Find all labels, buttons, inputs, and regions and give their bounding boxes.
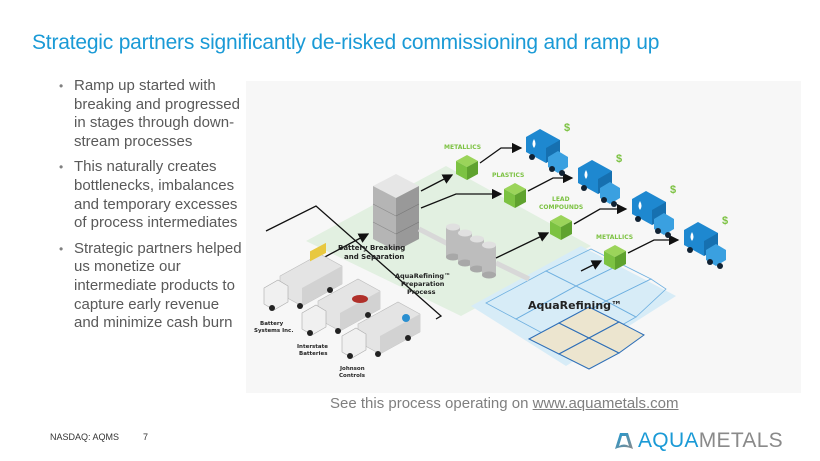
- bullet-text: Ramp up started with breaking and progre…: [74, 77, 240, 150]
- refining-modules-active: [527, 306, 645, 370]
- pipe: [494, 260, 531, 282]
- supplier-label: Battery: [260, 321, 284, 327]
- supplier-divider-line: [265, 205, 443, 320]
- breaking-label-1: Battery Breaking: [338, 244, 405, 252]
- product-label: COMPOUNDS: [539, 204, 583, 211]
- supplier-label: Johnson: [339, 366, 365, 372]
- caption-text: See this process operating on: [330, 395, 533, 412]
- prep-label-2: Preparation: [401, 280, 445, 288]
- bullet-item: • Ramp up started with breaking and progr…: [52, 77, 247, 151]
- flow-arrow: [573, 203, 628, 225]
- product-cube-plastics: [504, 183, 526, 208]
- bullet-icon: •: [59, 79, 64, 93]
- bullet-text: This naturally creates bottlenecks, imba…: [74, 158, 238, 232]
- refining-label: AquaRefining™: [528, 299, 622, 312]
- breaking-label-2: and Separation: [344, 253, 404, 261]
- footer: NASDAQ: AQMS 7: [50, 432, 148, 442]
- product-label: PLASTICS: [492, 172, 524, 179]
- revenue-icon: $: [722, 215, 728, 227]
- supplier-label: Interstate: [297, 344, 328, 350]
- flow-arrow: [320, 233, 370, 260]
- product-cube-lead-compounds: [550, 215, 572, 240]
- buyer-truck: [526, 129, 568, 176]
- prep-label-1: AquaRefining™: [395, 272, 451, 280]
- supplier-label: Controls: [339, 373, 366, 379]
- prep-tanks: [446, 223, 496, 279]
- drop-logo-icon: [615, 433, 633, 449]
- product-cube-metallics: [456, 155, 478, 180]
- flow-arrow: [420, 188, 503, 209]
- product-label: METALLICS: [444, 144, 481, 151]
- company-logo: AQUAMETALS: [614, 429, 783, 453]
- logo-metals: METALS: [698, 429, 783, 452]
- supplier-truck: [263, 242, 343, 311]
- flow-arrow: [527, 172, 574, 192]
- product-label: METALLICS: [596, 234, 633, 241]
- ticker: NASDAQ: AQMS: [50, 432, 120, 442]
- breaking-building: [372, 174, 420, 251]
- revenue-icon: $: [670, 184, 676, 196]
- buyer-truck: [578, 160, 620, 207]
- bullet-item: • This naturally creates bottlenecks, imb…: [52, 158, 247, 232]
- supplier-label: Batteries: [299, 351, 328, 357]
- flow-arrow: [580, 260, 603, 272]
- buyer-truck: [632, 191, 674, 238]
- flow-arrow: [479, 142, 523, 164]
- logo-aqua: AQUA: [638, 429, 699, 452]
- caption: See this process operating on www.aquame…: [330, 395, 679, 412]
- flow-arrow: [627, 234, 680, 254]
- bullet-icon: •: [59, 160, 64, 175]
- bullet-list: • Ramp up started with breaking and progr…: [52, 77, 247, 340]
- slide-title: Strategic partners significantly de-risk…: [32, 31, 660, 54]
- page-number: 7: [143, 432, 149, 442]
- bullet-item: • Strategic partners helped us monetize o…: [52, 240, 247, 333]
- process-illustration: AquaRefining™ Battery Breaking and Separ…: [246, 81, 801, 393]
- website-link[interactable]: www.aquametals.com: [532, 395, 679, 412]
- revenue-icon: $: [564, 122, 570, 134]
- process-diagram: AquaRefining™ Battery Breaking and Separ…: [254, 122, 728, 379]
- prep-label-3: Process: [407, 288, 436, 296]
- product-cube-metallics-2: [604, 245, 626, 270]
- supplier-truck: [301, 278, 381, 336]
- flow-arrow: [420, 174, 454, 192]
- flow-arrow: [495, 232, 550, 259]
- supplier-label: Systems Inc.: [254, 328, 293, 334]
- buyer-truck: [684, 222, 726, 269]
- supplier-truck: [341, 301, 421, 359]
- product-label: LEAD: [552, 196, 570, 203]
- bullet-icon: •: [59, 241, 64, 256]
- bullet-text: Strategic partners helped us monetize ou…: [74, 239, 242, 332]
- revenue-icon: $: [616, 153, 622, 165]
- refining-zone: [471, 246, 676, 366]
